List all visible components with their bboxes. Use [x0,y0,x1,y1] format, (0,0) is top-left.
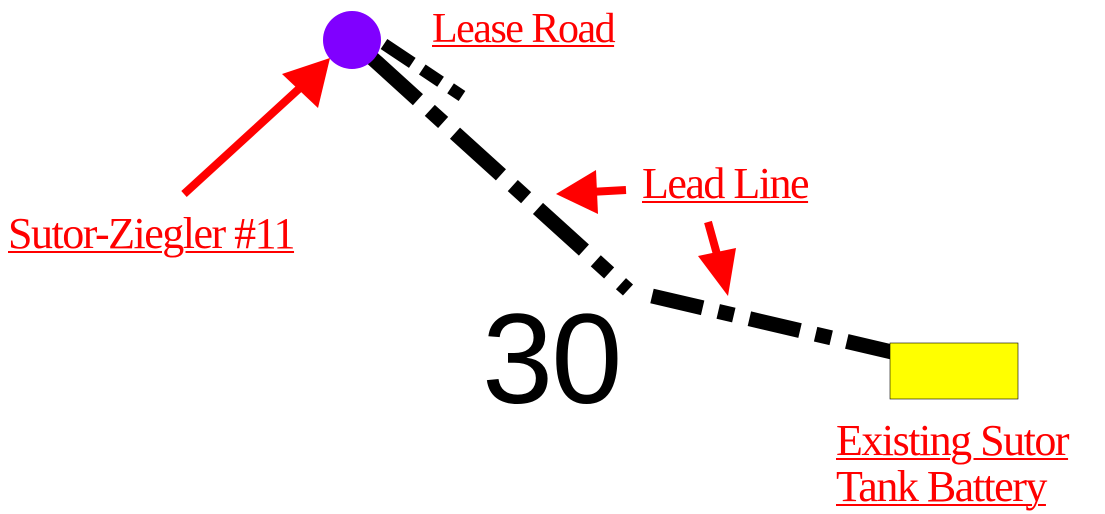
tank-battery-icon[interactable] [889,342,1019,400]
lead-line-down-arrow-icon [698,220,736,296]
section-number: 30 [482,288,622,431]
lead-line-arrow-icon [556,170,627,214]
lead-line-label: Lead Line [642,159,810,208]
well-label: Sutor-Ziegler #11 [8,209,296,258]
tank-battery-label-line1: Existing Sutor [836,416,1070,465]
tank-battery-label-line2: Tank Battery [836,462,1047,511]
lease-road-label: Lease Road [432,6,616,52]
well-marker-icon[interactable] [323,11,381,69]
lead-line [366,52,894,360]
well-arrow-icon [181,58,330,197]
tank-battery-label: Existing Sutor Tank Battery [836,416,1070,511]
lease-road-line [380,39,466,101]
